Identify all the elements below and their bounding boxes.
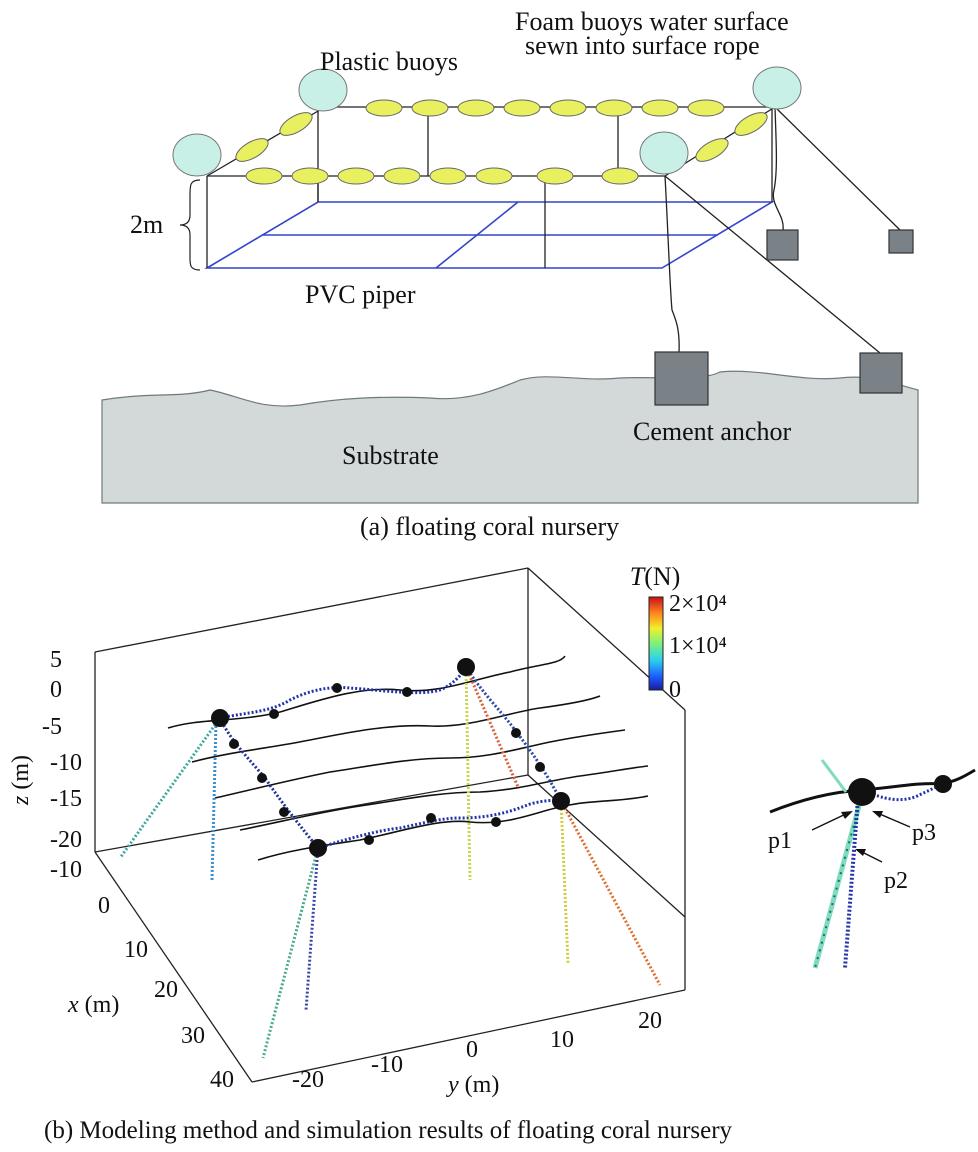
panel-a: Foam buoys water surface sewn into surfa… bbox=[101, 7, 919, 541]
panel-b: 5 0 -5 -10 -15 -20 z (m) -10 0 10 20 30 … bbox=[8, 562, 976, 1144]
depth-brace bbox=[179, 179, 201, 271]
z-tick-1: 0 bbox=[50, 677, 62, 703]
label-substrate: Substrate bbox=[342, 441, 439, 470]
inset-label-p2: p2 bbox=[884, 868, 908, 894]
y-tick-3: 10 bbox=[550, 1027, 574, 1053]
frame-cables bbox=[218, 666, 563, 850]
x-tick-5: 40 bbox=[210, 1067, 234, 1093]
inset-detail: p1 p2 p3 bbox=[768, 759, 976, 969]
colorbar-tick-mid: 1×10⁴ bbox=[669, 633, 727, 659]
z-tick-0: 5 bbox=[50, 647, 62, 673]
label-depth: 2m bbox=[130, 210, 163, 239]
label-sewn-rope: sewn into surface rope bbox=[525, 31, 760, 60]
substrate-seabed bbox=[101, 370, 919, 504]
label-pvc: PVC piper bbox=[305, 280, 416, 309]
y-tick-4: 20 bbox=[638, 1008, 662, 1034]
label-cement-anchor: Cement anchor bbox=[633, 417, 791, 446]
x-axis-label: x (m) bbox=[67, 992, 119, 1018]
z-axis-label: z (m) bbox=[8, 755, 34, 806]
cable-nodes bbox=[211, 658, 570, 857]
y-axis-label: y (m) bbox=[446, 1072, 499, 1098]
plastic-buoys bbox=[172, 66, 802, 177]
y-tick-0: -20 bbox=[292, 1067, 324, 1093]
svg-text:z (m): z (m) bbox=[8, 755, 34, 806]
mooring-lines bbox=[118, 666, 662, 1059]
z-tick-5: -20 bbox=[50, 827, 82, 853]
z-tick-2: -5 bbox=[42, 714, 62, 740]
cement-anchors bbox=[654, 229, 914, 406]
x-tick-0: -10 bbox=[50, 857, 82, 883]
inset-label-p1: p1 bbox=[768, 828, 792, 854]
colorbar-tick-min: 0 bbox=[669, 677, 681, 703]
pvc-grid bbox=[204, 201, 775, 269]
caption-a: (a) floating coral nursery bbox=[360, 512, 619, 541]
z-tick-4: -15 bbox=[50, 786, 82, 812]
colorbar-tick-max: 2×10⁴ bbox=[669, 591, 727, 617]
y-tick-1: -10 bbox=[371, 1052, 403, 1078]
label-plastic-buoys: Plastic buoys bbox=[320, 47, 458, 76]
z-tick-3: -10 bbox=[50, 750, 82, 776]
colorbar bbox=[648, 596, 664, 691]
x-tick-2: 10 bbox=[124, 937, 148, 963]
x-tick-4: 30 bbox=[181, 1023, 205, 1049]
caption-b: (b) Modeling method and simulation resul… bbox=[44, 1117, 733, 1144]
foam-buoys bbox=[235, 99, 768, 185]
x-tick-3: 20 bbox=[154, 977, 178, 1003]
y-tick-2: 0 bbox=[466, 1037, 478, 1063]
inset-label-p3: p3 bbox=[912, 820, 936, 846]
x-tick-1: 0 bbox=[98, 893, 110, 919]
colorbar-title: T(N) bbox=[630, 562, 681, 591]
label-foam-buoys: Foam buoys water surface bbox=[515, 7, 789, 36]
axes-box bbox=[94, 567, 686, 1083]
